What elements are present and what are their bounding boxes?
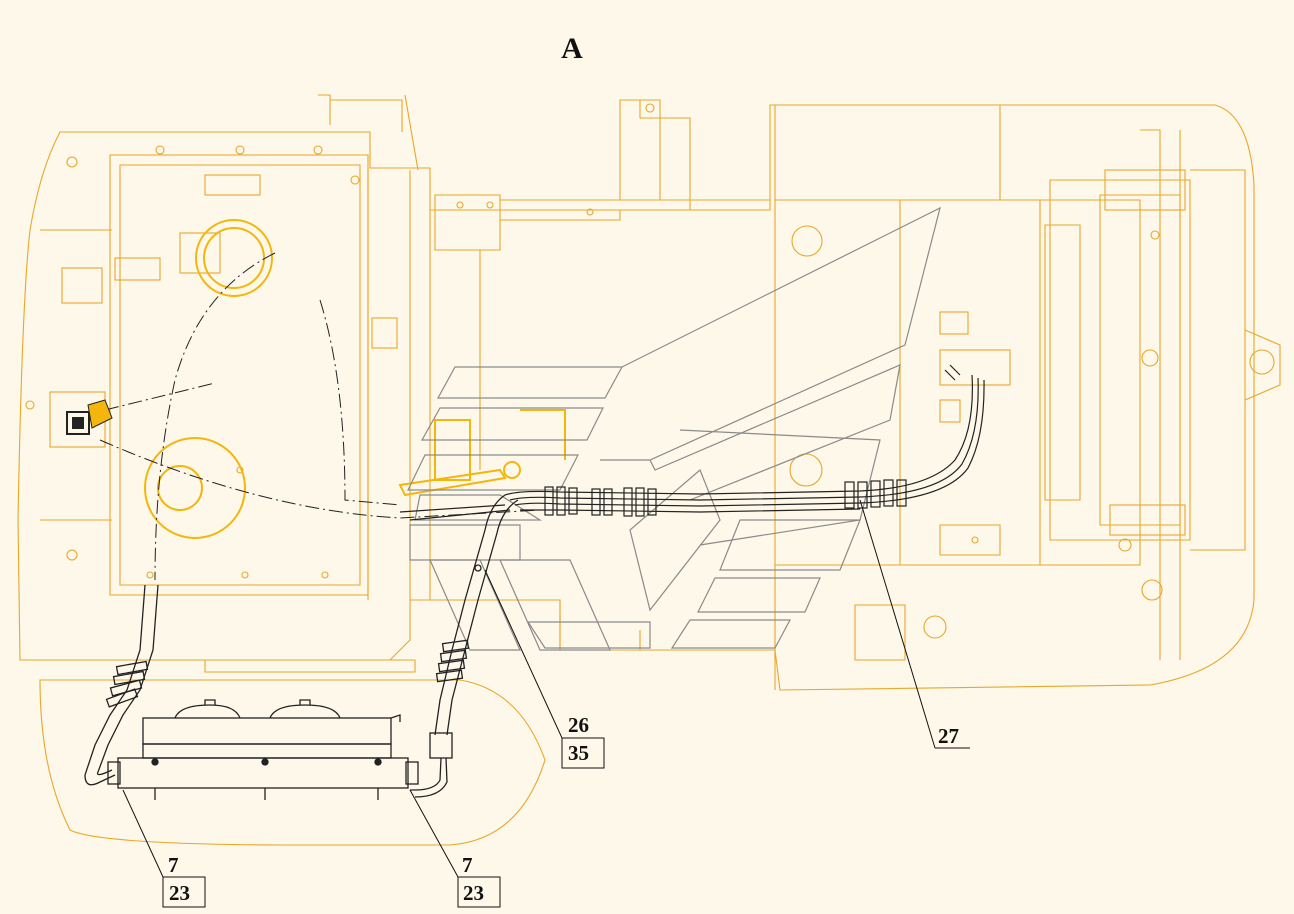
- bundle-clamps-left: [544, 486, 657, 517]
- leader-lines: [122, 499, 970, 908]
- hose-bundle: [399, 364, 985, 521]
- callout-bundle-top: 26: [568, 713, 589, 737]
- hose-right: [410, 494, 519, 798]
- bundle-clamps-right: [844, 479, 907, 509]
- callout-right-top: 7: [462, 853, 473, 877]
- callout-left-bottom: 23: [169, 881, 190, 905]
- watermark-logo: [407, 206, 941, 651]
- hose-left: [84, 584, 159, 786]
- callout-left-top: 7: [168, 853, 179, 877]
- routing-centerlines: [99, 252, 541, 581]
- highlighted-components: [144, 219, 566, 539]
- oil-cooler: [107, 699, 419, 800]
- callout-right-bottom: 23: [463, 881, 484, 905]
- machine-frame-outline: [17, 94, 1281, 846]
- callout-bundle-bottom: 35: [568, 741, 589, 765]
- tank-cover: [144, 437, 246, 539]
- pump-fitting: [66, 399, 113, 435]
- callout-harness: 27: [938, 724, 959, 748]
- pump-flange: [195, 219, 273, 297]
- view-label: A: [561, 32, 583, 65]
